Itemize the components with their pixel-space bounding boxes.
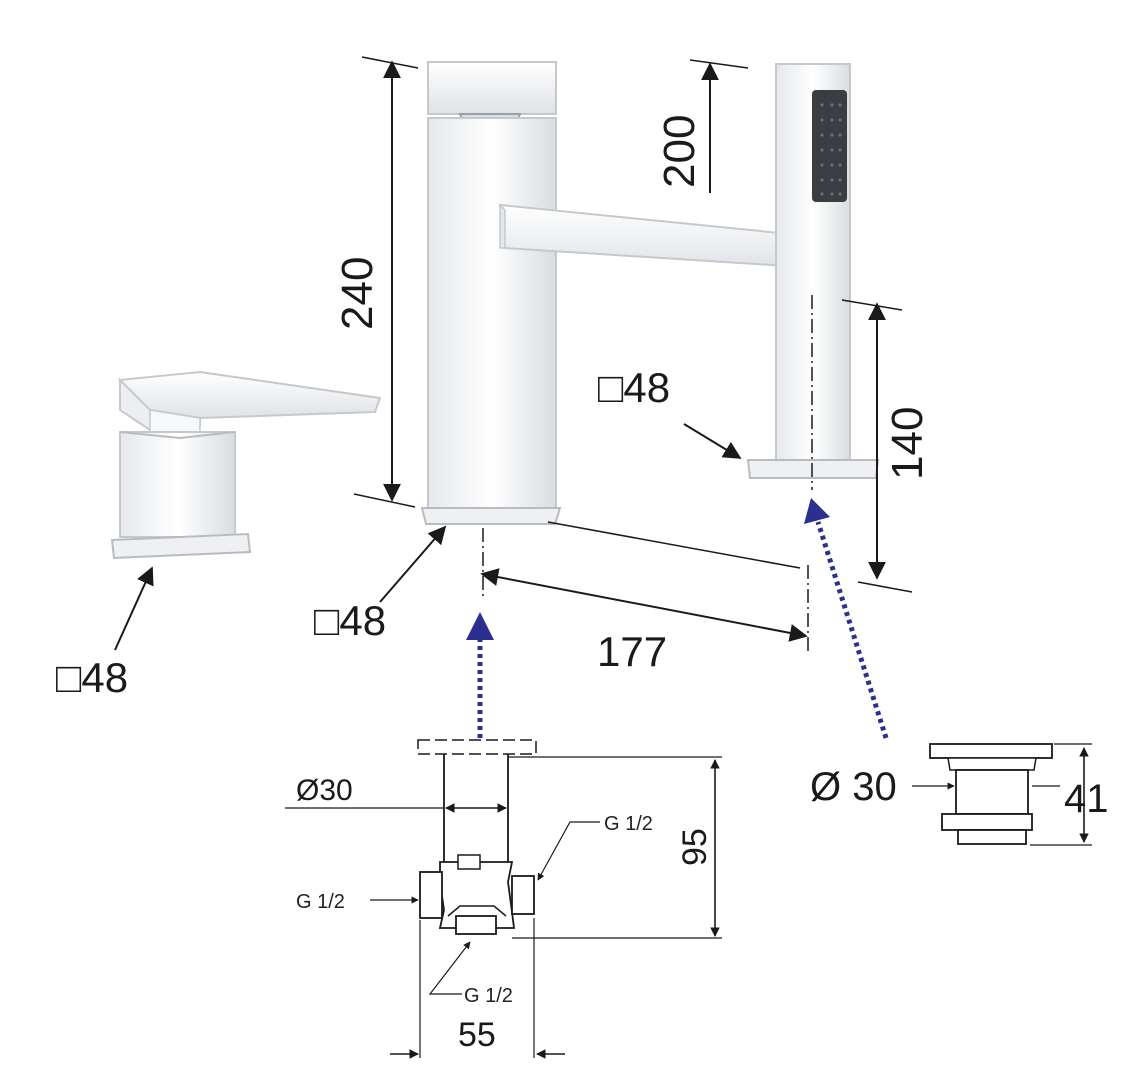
connector-height-label: 95 <box>676 828 714 866</box>
connector-diameter-label: Ø30 <box>296 774 353 807</box>
flange-detail <box>912 743 1092 846</box>
hand-shower <box>746 63 880 479</box>
connector-arrow <box>466 612 494 738</box>
connector-thread-right-label: G 1/2 <box>604 813 653 835</box>
connector-thread-left-label: G 1/2 <box>296 891 345 913</box>
dimension-holder-height: 140 <box>841 299 932 593</box>
flange-height-label: 41 <box>1064 777 1109 821</box>
spout-height-label: 240 <box>333 257 382 330</box>
spout-reach-label: 177 <box>597 628 667 675</box>
dimension-spout-height: 240 <box>333 56 419 508</box>
flange-diameter-label: Ø 30 <box>810 765 897 809</box>
connector-detail <box>285 739 722 1059</box>
mixer-handle <box>110 370 382 560</box>
mixer-base-size-label: □48 <box>56 654 128 701</box>
dimension-handshower-height: 200 <box>655 59 749 193</box>
flange-arrow <box>804 498 889 739</box>
handshower-height-label: 200 <box>655 115 704 188</box>
handshower-base-size-callout: □48 <box>598 364 742 459</box>
spout-base-size-callout: □48 <box>314 525 447 644</box>
spout-base-size-label: □48 <box>314 597 386 644</box>
dimension-spout-reach: 177 <box>480 521 808 675</box>
connector-thread-bottom-label: G 1/2 <box>464 985 513 1007</box>
holder-height-label: 140 <box>883 407 932 480</box>
spout-body <box>420 61 851 525</box>
mixer-base-size-callout: □48 <box>56 566 154 701</box>
handshower-base-size-label: □48 <box>598 364 670 411</box>
connector-width-label: 55 <box>458 1016 496 1054</box>
